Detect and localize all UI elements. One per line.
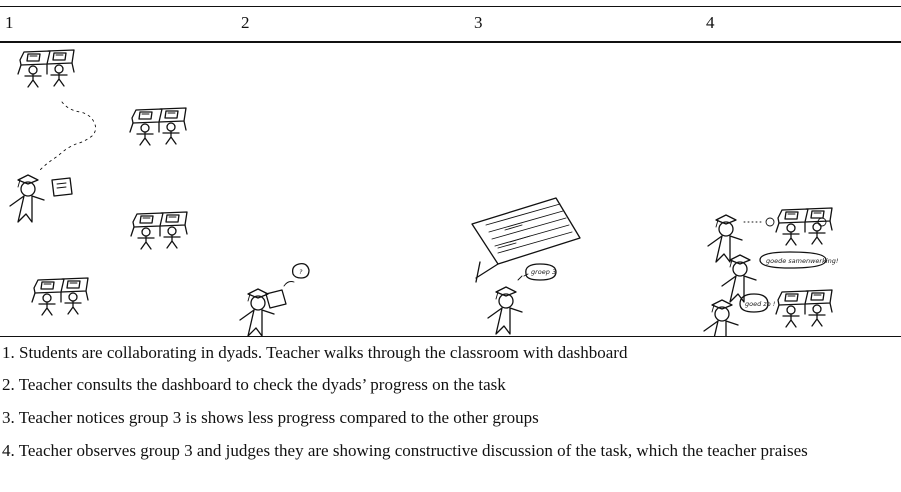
caption-step-4: 4. Teacher observes group 3 and judges t… (2, 441, 808, 460)
caption-step-1: 1. Students are collaborating in dyads. … (2, 343, 628, 362)
column-header-2: 2 (241, 13, 250, 32)
panel3-speech-bubble: groep 3 (531, 268, 556, 276)
column-header-1: 1 (5, 13, 14, 32)
table-header-rule (0, 41, 901, 43)
table-top-rule (0, 6, 901, 7)
illustration-bottom-rule (0, 336, 901, 337)
panel4-praise-bubble: goede samenwerking! (766, 257, 839, 265)
column-header-4: 4 (706, 13, 715, 32)
column-header-3: 3 (474, 13, 483, 32)
panel4-goodjob-bubble: goed zo ! (745, 300, 776, 308)
svg-text:?: ? (299, 268, 303, 276)
storyboard-illustration: ? groep 3 goede samenwerking! goed zo ! (0, 42, 901, 336)
caption-step-3: 3. Teacher notices group 3 is shows less… (2, 408, 539, 427)
caption-step-2: 2. Teacher consults the dashboard to che… (2, 375, 506, 394)
